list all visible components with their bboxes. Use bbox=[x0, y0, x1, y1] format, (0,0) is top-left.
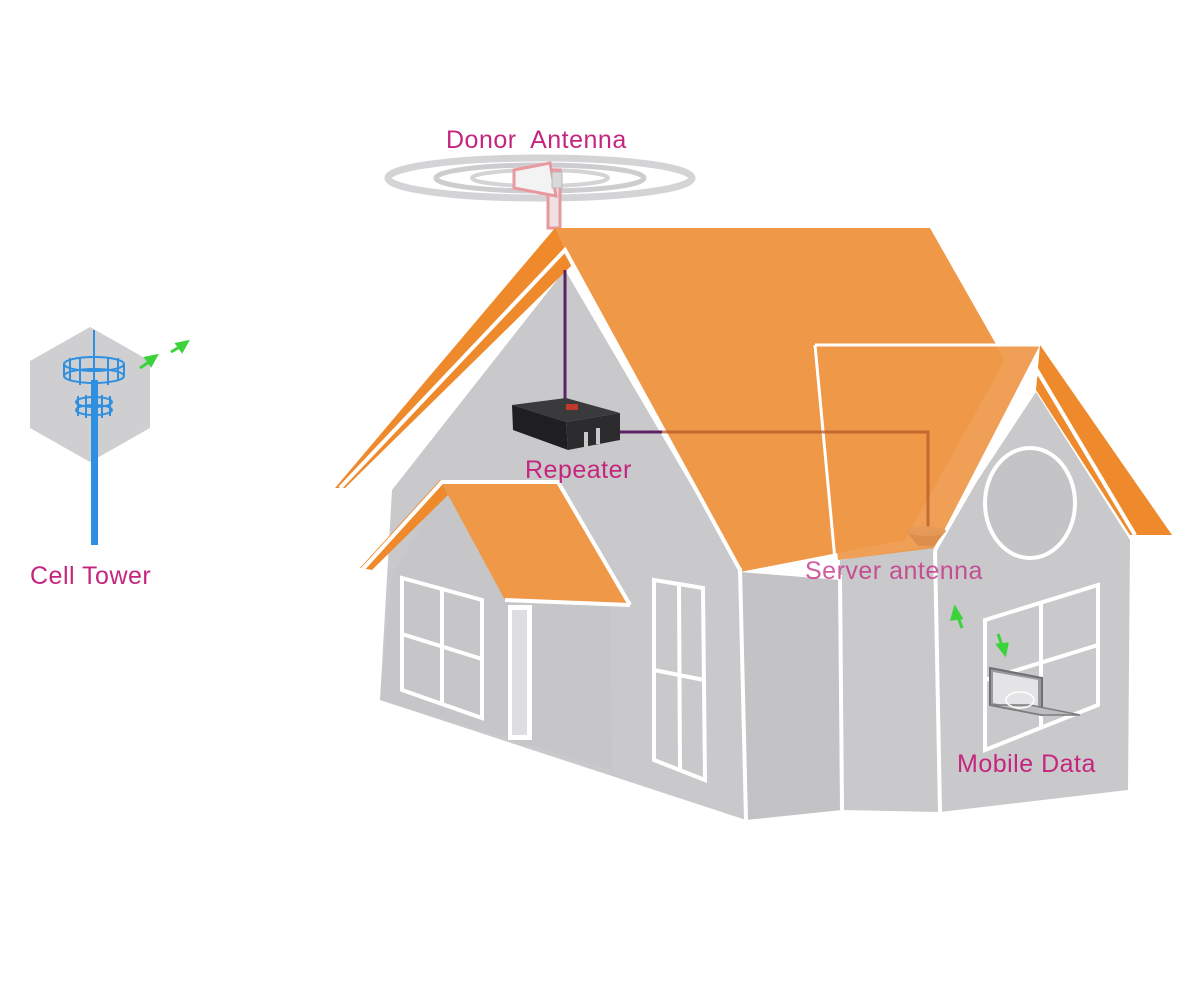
right-roof-side-line bbox=[813, 344, 837, 561]
server-antenna-icon bbox=[906, 526, 946, 546]
server-cable-behind-roof bbox=[662, 430, 930, 528]
donor-antenna-group: Donor Antenna bbox=[384, 126, 696, 230]
cell-tower-label: Cell Tower bbox=[30, 562, 151, 590]
porch-window bbox=[400, 575, 484, 721]
corner-trim-2 bbox=[838, 574, 844, 811]
main-roof-left-eave bbox=[335, 228, 572, 488]
right-gable-trim bbox=[933, 368, 1137, 552]
tower-signal-arrow-icon bbox=[139, 339, 190, 370]
donor-antenna-icon bbox=[512, 161, 563, 230]
front-door-inner bbox=[512, 610, 527, 735]
tall-window bbox=[652, 577, 708, 783]
repeater-label: Repeater bbox=[525, 456, 632, 484]
porch-roof bbox=[440, 480, 630, 605]
donor-antenna-label: Donor Antenna bbox=[446, 126, 627, 154]
porch-roof-front-edge bbox=[504, 598, 631, 607]
laptop-icon bbox=[989, 666, 1081, 717]
repeater-device-icon bbox=[512, 398, 620, 450]
porch-wall bbox=[380, 485, 612, 770]
antenna-wave-outer bbox=[384, 154, 696, 202]
mobile-data-label: Mobile Data bbox=[957, 750, 1096, 778]
tower-hexagon-background bbox=[30, 327, 150, 462]
main-gable-trim bbox=[338, 246, 742, 571]
corner-trim-3 bbox=[933, 549, 942, 813]
middle-wall bbox=[740, 572, 842, 820]
corner-trim-1 bbox=[738, 567, 748, 821]
indoor-signal-arrow-icon bbox=[949, 604, 1009, 658]
cell-tower-icon bbox=[63, 330, 125, 545]
server-antenna-label: Server antenna bbox=[805, 557, 983, 585]
round-attic-window bbox=[983, 446, 1077, 560]
porch-roof-trim bbox=[360, 480, 632, 607]
house bbox=[335, 228, 1172, 821]
cell-tower-group: Cell Tower bbox=[30, 327, 190, 590]
right-roof-eave bbox=[1036, 345, 1172, 535]
